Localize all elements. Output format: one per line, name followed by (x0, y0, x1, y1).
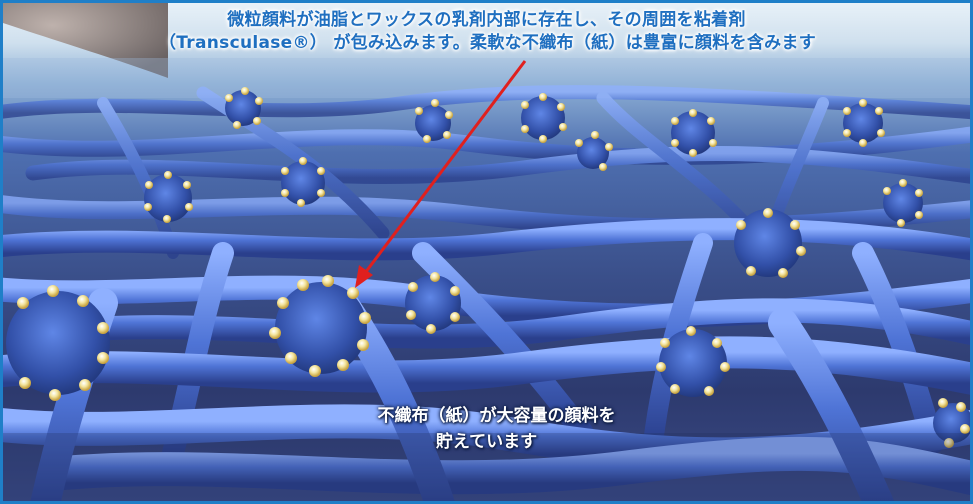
pigment-cluster (6, 285, 110, 401)
pigment-cluster (269, 275, 371, 377)
pigment-clusters (6, 87, 970, 448)
bottom-caption-line2: 貯えています (435, 432, 538, 452)
pigment-cluster (843, 99, 885, 147)
pigment-cluster (144, 171, 193, 223)
pigment-cluster (405, 272, 461, 334)
pigment-cluster (933, 398, 970, 448)
pigment-cluster (521, 93, 567, 143)
pointer-arrow (355, 60, 527, 288)
top-caption: 微粒顔料が油脂とワックスの乳剤内部に存在し、その周囲を粘着剤 （Transcul… (3, 9, 970, 55)
top-caption-line2: （Transculase®） が包み込みます。柔軟な不織布（紙）は豊富に顔料を含… (158, 33, 817, 53)
fiber-scene (3, 3, 970, 501)
pigment-cluster (575, 131, 613, 171)
pigment-cluster (656, 326, 730, 397)
bottom-caption-line1: 不織布（紙）が大容量の顔料を (377, 406, 616, 426)
pigment-cluster (281, 157, 325, 207)
skin-surface (3, 3, 168, 78)
pigment-cluster (415, 99, 453, 143)
pigment-cluster (671, 109, 717, 157)
pigment-cluster (883, 179, 923, 227)
pigment-cluster (734, 208, 806, 278)
pigment-cluster (225, 87, 263, 129)
top-caption-line1: 微粒顔料が油脂とワックスの乳剤内部に存在し、その周囲を粘着剤 (227, 10, 746, 30)
bottom-caption: 不織布（紙）が大容量の顔料を 貯えています (3, 403, 970, 455)
